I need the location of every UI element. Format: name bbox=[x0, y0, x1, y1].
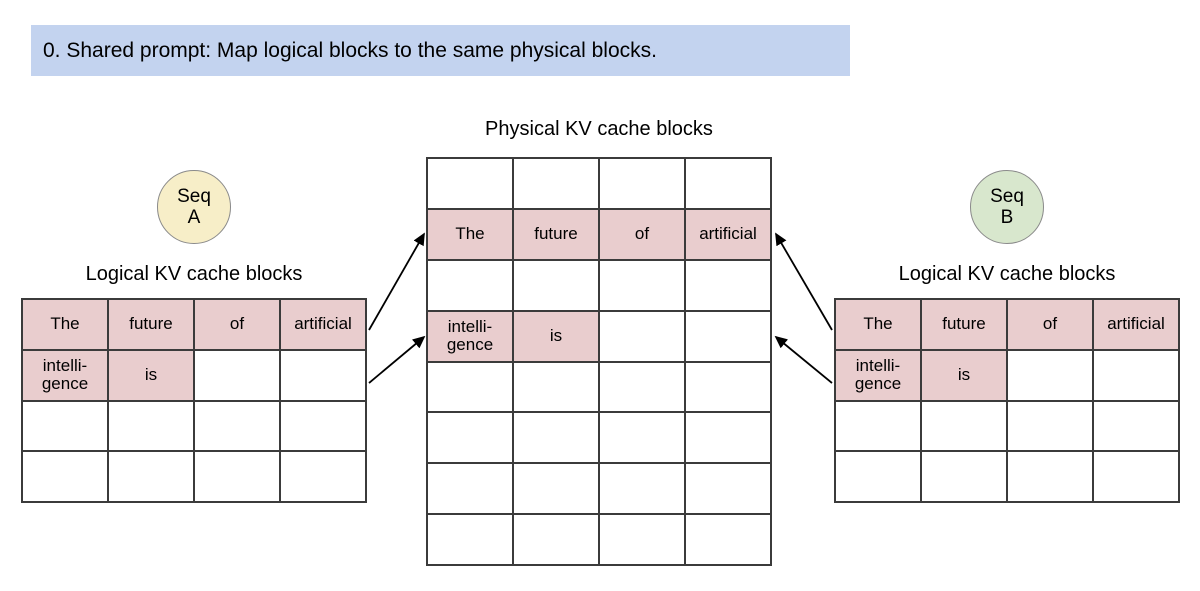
grid-cell-r2-c3 bbox=[1008, 350, 1094, 402]
grid-cell-r5-c1 bbox=[428, 362, 514, 414]
grid-cell-r6-c2 bbox=[514, 413, 600, 465]
right-logical-table-caption: Logical KV cache blocks bbox=[898, 263, 1116, 285]
grid-cell-r3-c3 bbox=[195, 401, 281, 453]
grid-cell-r7-c1 bbox=[428, 464, 514, 516]
grid-cell-r4-c1 bbox=[23, 452, 109, 503]
grid-cell-r8-c4 bbox=[686, 515, 772, 566]
grid-cell-r4-c1: intelli- gence bbox=[428, 311, 514, 363]
seq-a-label-line2: A bbox=[187, 207, 201, 228]
grid-cell-r1-c3: of bbox=[195, 300, 281, 351]
grid-cell-r1-c1: The bbox=[836, 300, 922, 351]
grid-cell-r3-c1 bbox=[428, 260, 514, 312]
grid-cell-r8-c3 bbox=[600, 515, 686, 566]
grid-cell-r6-c3 bbox=[600, 413, 686, 465]
grid-cell-r2-c4: artificial bbox=[686, 209, 772, 261]
seq-b-label-line2: B bbox=[1000, 207, 1014, 228]
grid-cell-r2-c2: is bbox=[109, 350, 195, 402]
grid-cell-r2-c3: of bbox=[600, 209, 686, 261]
grid-cell-r2-c1: intelli- gence bbox=[836, 350, 922, 402]
arrow-seq-a-row2-to-physical-row4 bbox=[368, 335, 426, 384]
grid-cell-r3-c4 bbox=[281, 401, 367, 453]
grid-cell-r3-c2 bbox=[109, 401, 195, 453]
grid-cell-r1-c3 bbox=[600, 159, 686, 210]
grid-cell-r4-c3 bbox=[600, 311, 686, 363]
shared-prompt-banner: 0. Shared prompt: Map logical blocks to … bbox=[31, 25, 850, 76]
grid-cell-r2-c1: intelli- gence bbox=[23, 350, 109, 402]
grid-cell-r5-c2 bbox=[514, 362, 600, 414]
shared-prompt-banner-text: 0. Shared prompt: Map logical blocks to … bbox=[43, 38, 657, 62]
grid-cell-r4-c2: is bbox=[514, 311, 600, 363]
grid-cell-r3-c1 bbox=[836, 401, 922, 453]
left-logical-table-caption: Logical KV cache blocks bbox=[85, 263, 303, 285]
grid-cell-r3-c4 bbox=[686, 260, 772, 312]
seq-b-badge: Seq B bbox=[970, 170, 1044, 244]
grid-cell-r2-c3 bbox=[195, 350, 281, 402]
arrow-seq-a-row1-to-physical-row2 bbox=[368, 232, 425, 331]
grid-cell-r2-c4 bbox=[1094, 350, 1180, 402]
grid-cell-r6-c4 bbox=[686, 413, 772, 465]
grid-cell-r4-c4 bbox=[1094, 452, 1180, 503]
grid-cell-r4-c4 bbox=[281, 452, 367, 503]
grid-cell-r4-c3 bbox=[195, 452, 281, 503]
grid-cell-r2-c2: future bbox=[514, 209, 600, 261]
grid-cell-r4-c2 bbox=[109, 452, 195, 503]
grid-cell-r4-c2 bbox=[922, 452, 1008, 503]
grid-cell-r7-c3 bbox=[600, 464, 686, 516]
arrow-seq-b-row2-to-physical-row4 bbox=[774, 335, 833, 384]
seq-b-label-line1: Seq bbox=[990, 185, 1024, 207]
grid-cell-r6-c1 bbox=[428, 413, 514, 465]
grid-cell-r3-c3 bbox=[600, 260, 686, 312]
grid-cell-r7-c4 bbox=[686, 464, 772, 516]
grid-cell-r1-c4: artificial bbox=[281, 300, 367, 351]
arrow-seq-b-row1-to-physical-row2 bbox=[775, 232, 833, 331]
grid-cell-r7-c2 bbox=[514, 464, 600, 516]
grid-cell-r2-c4 bbox=[281, 350, 367, 402]
grid-cell-r1-c4 bbox=[686, 159, 772, 210]
grid-cell-r5-c4 bbox=[686, 362, 772, 414]
grid-cell-r1-c1 bbox=[428, 159, 514, 210]
seq-a-badge: Seq A bbox=[157, 170, 231, 244]
grid-cell-r8-c2 bbox=[514, 515, 600, 566]
grid-cell-r3-c1 bbox=[23, 401, 109, 453]
grid-cell-r8-c1 bbox=[428, 515, 514, 566]
grid-cell-r3-c3 bbox=[1008, 401, 1094, 453]
grid-cell-r4-c3 bbox=[1008, 452, 1094, 503]
grid-cell-r3-c2 bbox=[922, 401, 1008, 453]
grid-cell-r1-c3: of bbox=[1008, 300, 1094, 351]
grid-cell-r2-c2: is bbox=[922, 350, 1008, 402]
grid-cell-r1-c2: future bbox=[109, 300, 195, 351]
seq-a-label-line1: Seq bbox=[177, 185, 211, 207]
physical-table-caption: Physical KV cache blocks bbox=[485, 118, 713, 140]
grid-cell-r4-c4 bbox=[686, 311, 772, 363]
grid-cell-r3-c2 bbox=[514, 260, 600, 312]
grid-cell-r1-c4: artificial bbox=[1094, 300, 1180, 351]
grid-cell-r5-c3 bbox=[600, 362, 686, 414]
grid-cell-r4-c1 bbox=[836, 452, 922, 503]
grid-cell-r2-c1: The bbox=[428, 209, 514, 261]
grid-cell-r1-c2 bbox=[514, 159, 600, 210]
grid-cell-r1-c1: The bbox=[23, 300, 109, 351]
grid-cell-r1-c2: future bbox=[922, 300, 1008, 351]
grid-cell-r3-c4 bbox=[1094, 401, 1180, 453]
